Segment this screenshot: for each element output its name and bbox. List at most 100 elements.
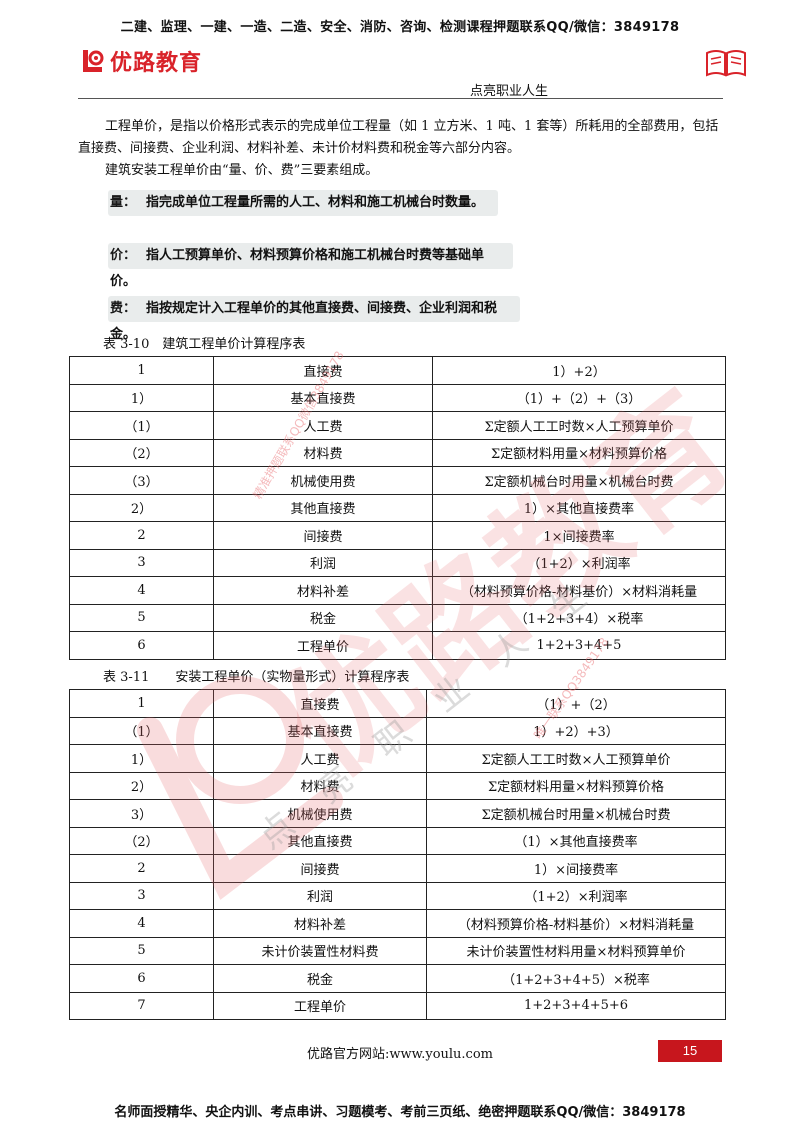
formula-cell: （1+2）×利润率 (426, 881, 726, 910)
cost-item-cell: 材料补差 (213, 909, 427, 938)
cost-item-cell: 工程单价 (213, 631, 433, 660)
highlight-key: 价： (110, 248, 137, 263)
highlight-text: 指按规定计入工程单价的其他直接费、间接费、企业利润和税金。 (110, 301, 498, 342)
formula-cell: Σ定额材料用量×材料预算价格 (426, 771, 726, 800)
row-number-cell: 2） (69, 493, 214, 522)
formula-cell: （材料预算价格-材料基价）×材料消耗量 (432, 576, 726, 605)
highlight-quantity: 量： 指完成单位工程量所需的人工、材料和施工机械台时数量。 (108, 190, 498, 216)
row-number-cell: 2） (69, 771, 214, 800)
formula-cell: 1+2+3+4+5 (432, 631, 726, 660)
cost-item-cell: 人工费 (213, 411, 433, 440)
table1-caption: 表 3-10 建筑工程单价计算程序表 (103, 337, 306, 352)
cost-item-cell: 未计价装置性材料费 (213, 936, 427, 965)
cost-item-cell: 机械使用费 (213, 799, 427, 828)
row-number-cell: 2 (69, 521, 214, 550)
page-number: 15 (658, 1040, 722, 1062)
formula-cell: （材料预算价格-材料基价）×材料消耗量 (426, 909, 726, 938)
row-number-cell: 4 (69, 576, 214, 605)
cost-item-cell: 其他直接费 (213, 493, 433, 522)
row-number-cell: 4 (69, 909, 214, 938)
formula-cell: （1）×其他直接费率 (426, 826, 726, 855)
row-number-cell: 1） (69, 744, 214, 773)
row-number-cell: 6 (69, 964, 214, 993)
formula-cell: Σ定额人工工时数×人工预算单价 (432, 411, 726, 440)
row-number-cell: 1） (69, 383, 214, 412)
cost-item-cell: 利润 (213, 548, 433, 577)
cost-item-cell: 直接费 (213, 689, 427, 718)
table-row: 1）基本直接费（1）+（2）+（3） (69, 383, 726, 412)
cost-item-cell: 其他直接费 (213, 826, 427, 855)
logo-text: 优路教育 (110, 51, 203, 76)
cost-item-cell: 利润 (213, 881, 427, 910)
intro-paragraph: 工程单价，是指以价格形式表示的完成单位工程量（如 1 立方米、1 吨、1 套等）… (78, 119, 719, 156)
cost-item-cell: 直接费 (213, 356, 433, 385)
table2-caption: 表 3-11 安装工程单价（实物量形式）计算程序表 (103, 670, 410, 685)
cost-item-cell: 材料费 (213, 438, 433, 467)
cost-item-cell: 基本直接费 (213, 716, 427, 745)
highlight-price: 价：指人工预算单价、材料预算价格和施工机械台时费等基础单价。 (108, 243, 513, 289)
formula-cell: （1+2+3+4+5）×税率 (426, 964, 726, 993)
open-book-icon (706, 50, 746, 77)
highlight-fee: 费：指按规定计入工程单价的其他直接费、间接费、企业利润和税金。 (108, 296, 520, 342)
cost-item-cell: 材料补差 (213, 576, 433, 605)
cost-item-cell: 人工费 (213, 744, 427, 773)
cost-item-cell: 机械使用费 (213, 466, 433, 495)
composition-paragraph: 建筑安装工程单价由“量、价、费”三要素组成。 (105, 163, 379, 178)
cost-item-cell: 材料费 (213, 771, 427, 800)
row-number-cell: 5 (69, 936, 214, 965)
formula-cell: 1）×其他直接费率 (432, 493, 726, 522)
brand-logo[interactable]: 优路教育 (80, 45, 202, 77)
header-banner: 二建、监理、一建、一造、二造、安全、消防、咨询、检测课程押题联系QQ/微信：38… (120, 20, 680, 35)
highlight-key: 费： (110, 301, 137, 316)
row-number-cell: 5 (69, 603, 214, 632)
footer-website[interactable]: 优路官方网站:www.youlu.com (307, 1047, 493, 1062)
logo-mark-icon (83, 50, 104, 72)
formula-cell: 1+2+3+4+5+6 (426, 991, 726, 1020)
row-number-cell: （2） (69, 826, 214, 855)
row-number-cell: 1 (69, 356, 214, 385)
formula-cell: 1×间接费率 (432, 521, 726, 550)
table-row: （2）其他直接费（1）×其他直接费率 (69, 826, 726, 855)
row-number-cell: 7 (69, 991, 214, 1020)
row-number-cell: （2） (69, 438, 214, 467)
cost-item-cell: 税金 (213, 603, 433, 632)
cost-item-cell: 间接费 (213, 854, 427, 883)
row-number-cell: 1 (69, 689, 214, 718)
highlight-key: 量： (110, 195, 137, 210)
row-number-cell: 6 (69, 631, 214, 660)
tagline: 点亮职业人生 (470, 84, 549, 99)
row-number-cell: 3） (69, 799, 214, 828)
footer-banner: 名师面授精华、央企内训、考点串讲、习题模考、考前三页纸、绝密押题联系QQ/微信：… (114, 1105, 686, 1120)
row-number-cell: 2 (69, 854, 214, 883)
formula-cell: 未计价装置性材料用量×材料预算单价 (426, 936, 726, 965)
highlight-text: 指完成单位工程量所需的人工、材料和施工机械台时数量。 (146, 195, 485, 210)
formula-cell: （1）+（2） (426, 689, 726, 718)
formula-cell: Σ定额机械台时用量×机械台时费 (432, 466, 726, 495)
formula-cell: （1+2）×利润率 (432, 548, 726, 577)
formula-cell: Σ定额材料用量×材料预算价格 (432, 438, 726, 467)
cost-item-cell: 基本直接费 (213, 383, 433, 412)
formula-cell: 1）+2）+3） (426, 716, 726, 745)
row-number-cell: （3） (69, 466, 214, 495)
row-number-cell: 3 (69, 548, 214, 577)
formula-cell: 1）+2） (432, 356, 726, 385)
